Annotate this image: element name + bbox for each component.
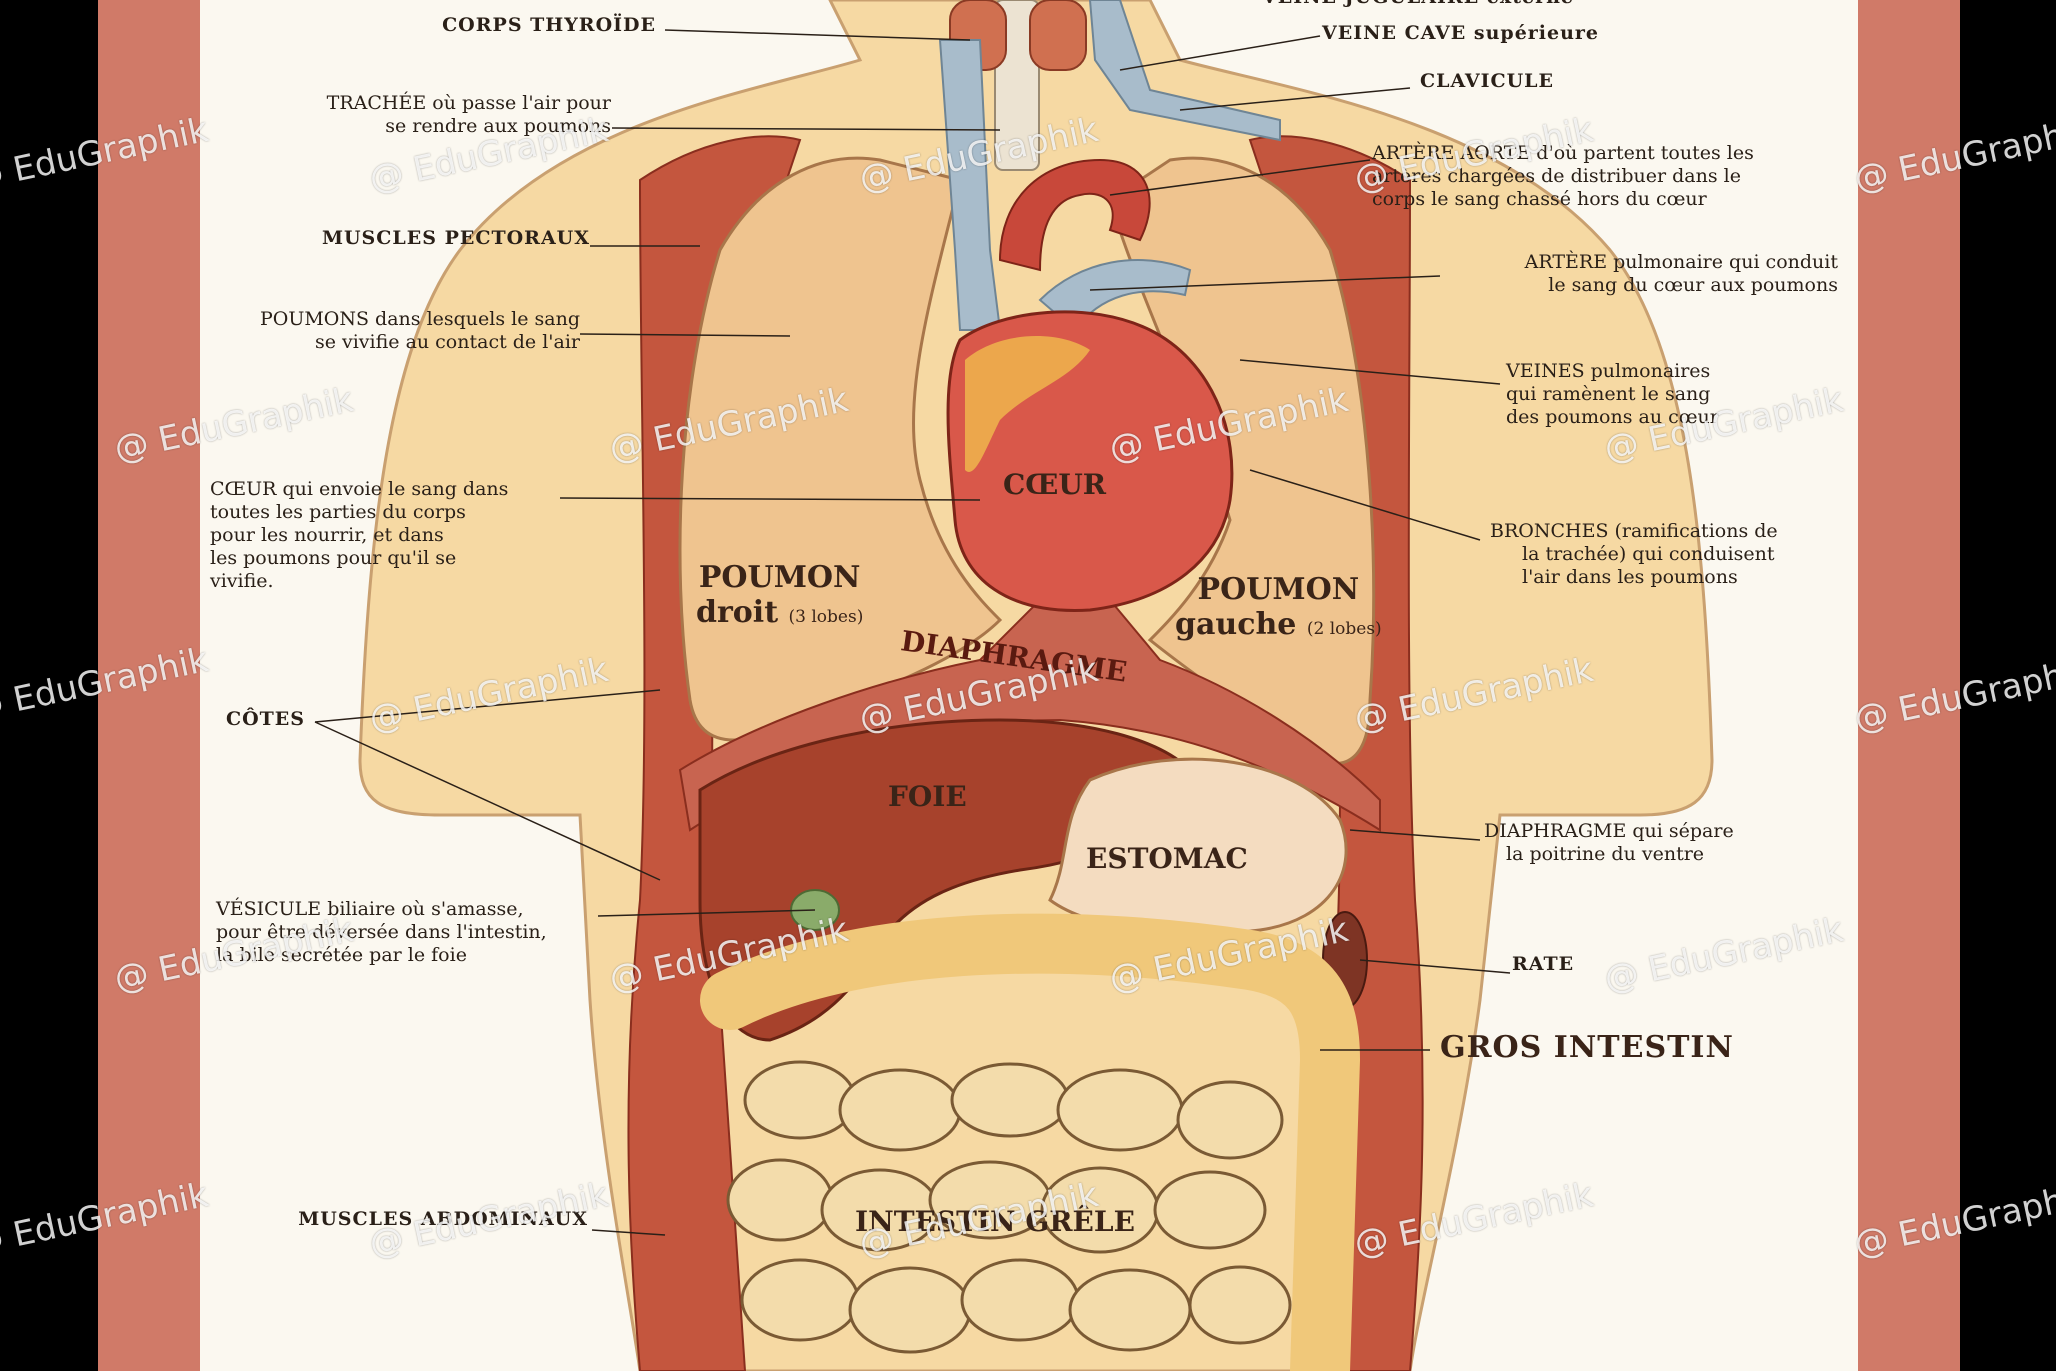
organ-small-intestine: INTESTIN GRÊLE: [855, 1205, 1135, 1238]
label-trachea: TRACHÉE où passe l'air pour se rendre au…: [326, 92, 611, 137]
label-gall-bladder: VÉSICULE biliaire où s'amasse, pour être…: [216, 898, 547, 966]
label-ribs: CÔTES: [226, 708, 306, 730]
label-aorta: ARTÈRE AORTE d'où partent toutes les art…: [1372, 142, 1754, 210]
jugular-vein: [1088, 0, 1281, 142]
label-vena-cava: VEINE CAVE supérieure: [1322, 22, 1600, 44]
large-intestine: [700, 913, 1361, 1371]
label-spleen: RATE: [1512, 953, 1575, 975]
organ-heart: CŒUR: [1003, 468, 1107, 501]
label-bronchi: BRONCHES (ramifications de la trachée) q…: [1490, 520, 1778, 588]
label-thyroid: CORPS THYROÏDE: [442, 14, 656, 36]
label-abdominal-muscles: MUSCLES ABDOMINAUX: [298, 1208, 588, 1230]
heart-fat: [965, 336, 1090, 472]
label-jugular-vein: VEINE JUGULAIRE externe: [1262, 0, 1574, 9]
stomach: [1048, 757, 1348, 936]
label-heart: CŒUR qui envoie le sang dans toutes les …: [210, 478, 509, 592]
label-pulmonary-artery: ARTÈRE pulmonaire qui conduit le sang du…: [1524, 251, 1838, 296]
organ-right-lung: POUMON droit (3 lobes): [696, 560, 864, 630]
organ-stomach: ESTOMAC: [1086, 842, 1248, 875]
label-pulmonary-veins: VEINES pulmonaires qui ramènent le sang …: [1506, 360, 1719, 428]
organ-liver: FOIE: [888, 780, 967, 813]
organ-left-lung: POUMON gauche (2 lobes): [1175, 572, 1382, 642]
label-diaphragm-note: DIAPHRAGME qui sépare la poitrine du ven…: [1484, 820, 1734, 865]
label-lungs: POUMONS dans lesquels le sang se vivifie…: [259, 308, 580, 353]
aorta: [998, 158, 1151, 272]
small-intestine: [726, 1060, 1292, 1354]
thyroid-gland-right: [1029, 0, 1087, 71]
leader-lines: [314, 29, 1511, 1236]
label-clavicle: CLAVICULE: [1420, 70, 1555, 92]
label-pectoral-muscles: MUSCLES PECTORAUX: [321, 227, 590, 249]
label-large-intestine: GROS INTESTIN: [1440, 1030, 1734, 1065]
